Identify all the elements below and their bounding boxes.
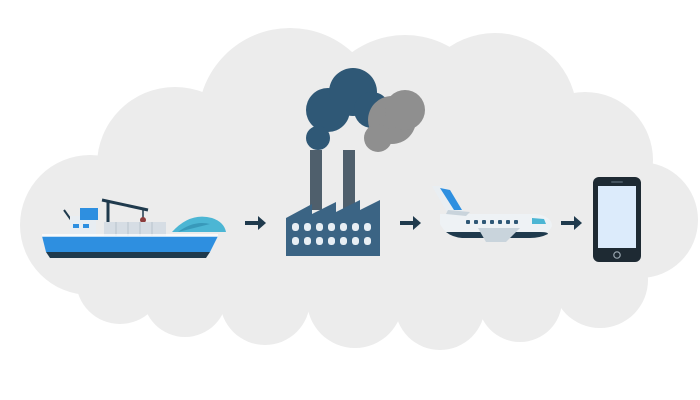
arrow-right-icon bbox=[400, 216, 421, 230]
airplane-icon bbox=[432, 186, 552, 242]
smoke-cloud bbox=[306, 68, 425, 152]
arrow-right-icon bbox=[245, 216, 266, 230]
arrow-right-icon bbox=[561, 216, 582, 230]
smartphone-icon bbox=[593, 177, 641, 262]
factory-icon bbox=[286, 68, 425, 256]
cargo-ship-icon bbox=[42, 198, 226, 258]
